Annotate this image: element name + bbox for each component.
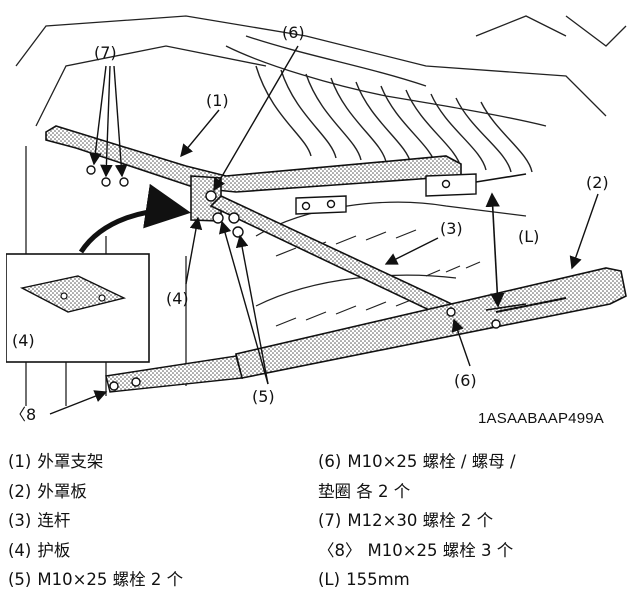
legend-text: 外罩板 <box>37 481 87 501</box>
legend-item: (L) 155mm <box>318 565 516 595</box>
callout-1: (1) <box>206 91 229 110</box>
callout-3: (3) <box>440 219 463 238</box>
callout-7: (7) <box>94 43 117 62</box>
callout-5: (5) <box>252 387 275 406</box>
assembly-illustration: (7) (6) (1) (2) (3) (L) (4) (4) (5) (6) … <box>6 6 634 433</box>
figure-code: 1ASAABAAP499A <box>478 410 605 427</box>
legend-num: 〈8〉 <box>318 540 362 560</box>
legend-item: (5) M10×25 螺栓 2 个 <box>8 565 183 595</box>
legend-num: (4) <box>8 540 32 560</box>
legend-text: 155mm <box>346 570 410 589</box>
callout-4: (4) <box>166 289 189 308</box>
callout-6-top: (6) <box>282 23 305 42</box>
legend-item: (3) 连杆 <box>8 506 183 536</box>
parts-legend: (1) 外罩支架 (2)外罩板 (3) 连杆 (4)护板 (5) M10×25 螺栓 … <box>0 447 640 595</box>
legend-num: (L) <box>318 570 341 589</box>
legend-num: (5) <box>8 570 32 589</box>
callout-8: 〈8 <box>10 405 36 424</box>
legend-text: M10×25 螺栓 / 螺母 / <box>347 452 516 471</box>
legend-item: (4)护板 <box>8 536 183 566</box>
callout-4-inset: (4) <box>12 331 35 350</box>
legend-text: M10×25 螺栓 3 个 <box>367 540 514 560</box>
legend-item: (1) 外罩支架 <box>8 447 183 477</box>
legend-num: (6) <box>318 452 342 471</box>
dimension-L <box>475 173 527 311</box>
legend-item: (2)外罩板 <box>8 477 183 507</box>
inset-pointer-arrow <box>78 183 191 254</box>
cover-bracket-part <box>45 125 477 222</box>
callout-2: (2) <box>586 173 609 192</box>
leader-lines <box>49 45 599 415</box>
guard-plate-inset <box>6 253 150 363</box>
legend-text: 连杆 <box>37 511 71 530</box>
legend-right-column: (6) M10×25 螺栓 / 螺母 / 垫圈 各 2 个 (7) M12×30 螺… <box>318 447 516 595</box>
legend-left-column: (1) 外罩支架 (2)外罩板 (3) 连杆 (4)护板 (5) M10×25 螺栓 … <box>8 447 183 595</box>
legend-num: (7) <box>318 511 342 530</box>
legend-text: 外罩支架 <box>37 452 104 471</box>
legend-text: M10×25 螺栓 2 个 <box>37 570 184 589</box>
legend-item: (7) M12×30 螺栓 2 个 <box>318 506 516 536</box>
legend-num: (3) <box>8 511 32 530</box>
legend-item: (6) M10×25 螺栓 / 螺母 / <box>318 447 516 477</box>
legend-text: M12×30 螺栓 2 个 <box>347 511 494 530</box>
callout-6-bottom: (6) <box>454 371 477 390</box>
legend-num: (1) <box>8 452 32 471</box>
bolt-markers <box>86 165 501 391</box>
cover-plate-part <box>233 267 627 380</box>
legend-item: 〈8〉M10×25 螺栓 3 个 <box>318 536 516 566</box>
rake-tines <box>255 65 533 173</box>
legend-text: 护板 <box>37 540 71 560</box>
legend-num: (2) <box>8 481 32 501</box>
legend-item-continuation: 垫圈 各 2 个 <box>318 481 411 501</box>
callout-L: (L) <box>518 227 539 246</box>
connecting-rod-part <box>209 195 458 319</box>
